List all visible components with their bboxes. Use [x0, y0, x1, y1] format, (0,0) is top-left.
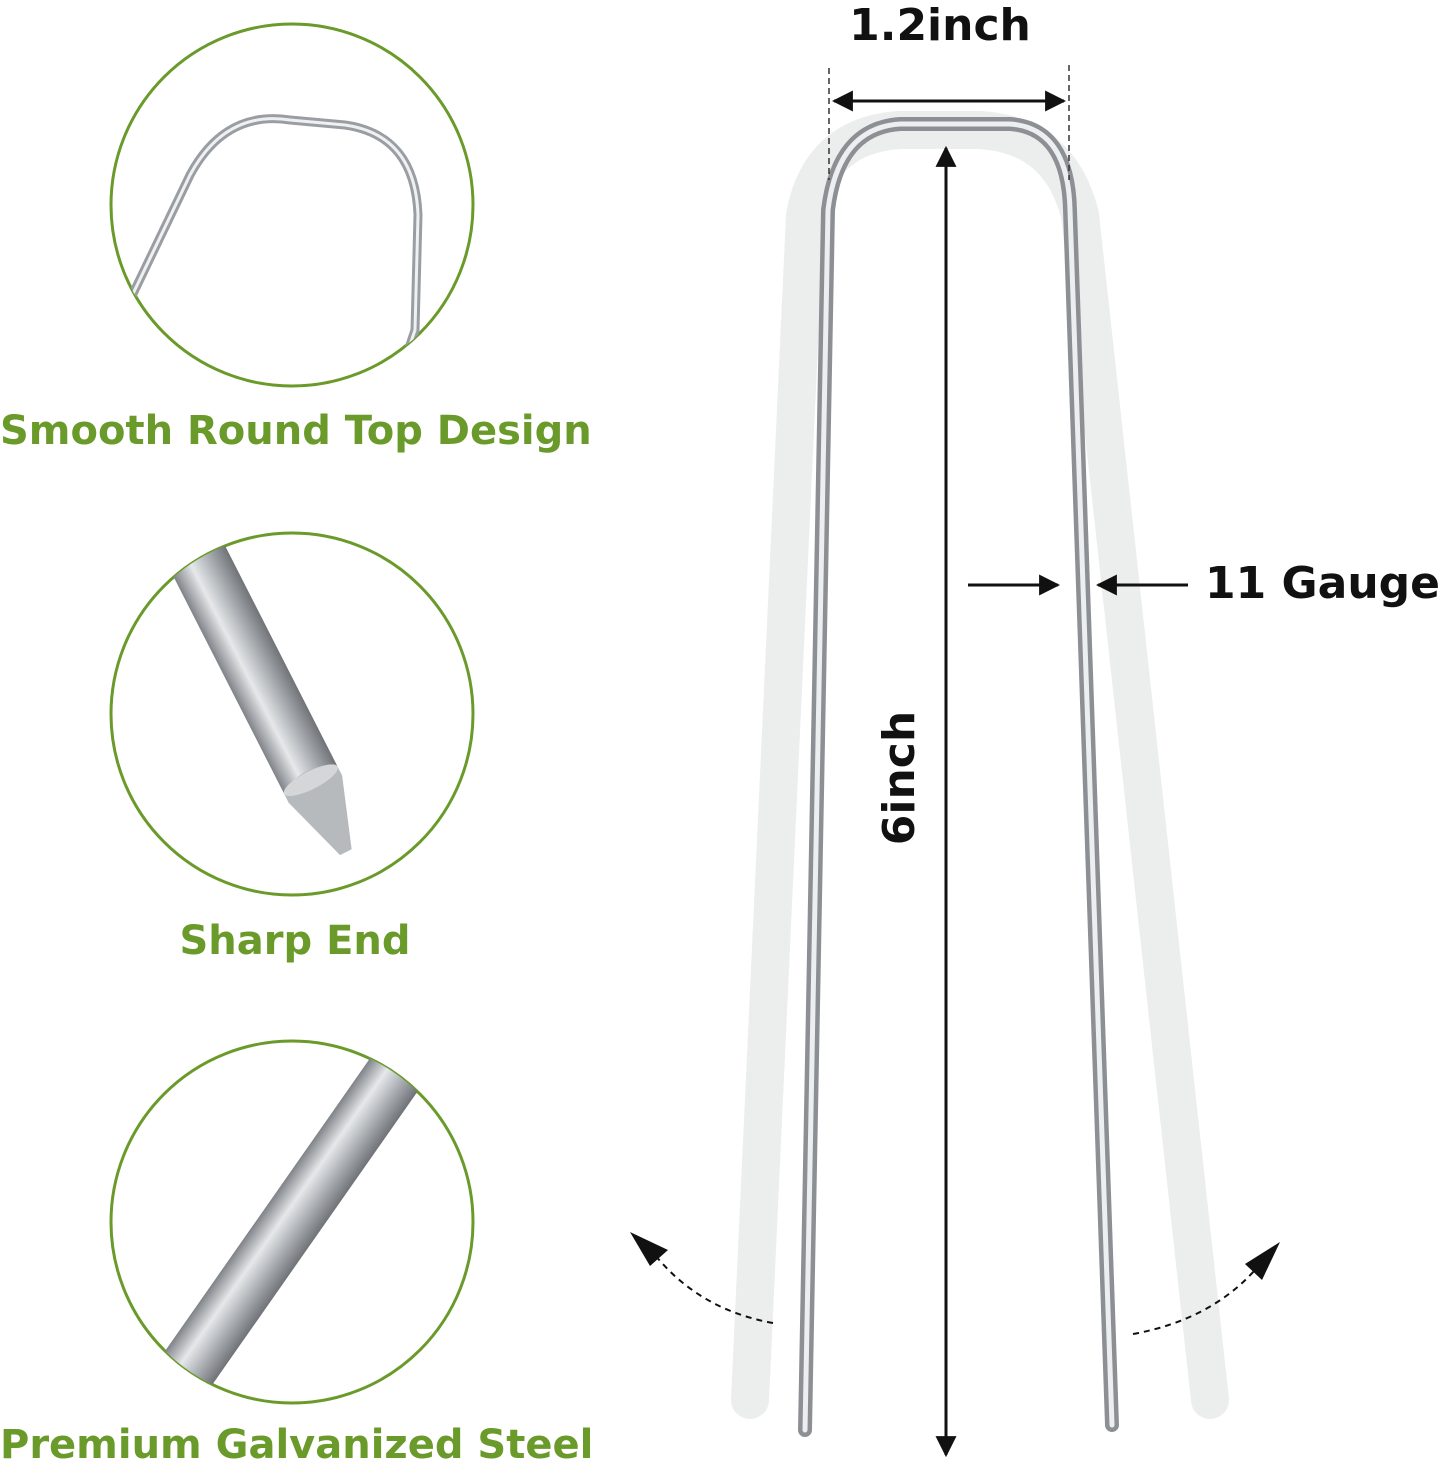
- flex-arrow-right: [1132, 1242, 1280, 1335]
- length-label: 6inch: [874, 710, 925, 846]
- u-staple: [731, 111, 1229, 1437]
- feature-label-round-top: Smooth Round Top Design: [0, 408, 592, 454]
- flex-arrow-left: [630, 1232, 774, 1324]
- width-dimension: [828, 65, 1070, 180]
- sharp-end-circle: [109, 531, 475, 897]
- round-top-icon: [125, 114, 423, 386]
- gauge-label: 11 Gauge: [1205, 558, 1441, 609]
- feature-label-galvanized-steel: Premium Galvanized Steel: [0, 1422, 594, 1468]
- width-label: 1.2inch: [849, 0, 1031, 51]
- round-top-circle: [109, 22, 475, 388]
- galvanized-steel-icon: [130, 1041, 443, 1403]
- feature-label-sharp-end: Sharp End: [179, 918, 411, 964]
- sharp-end-icon: [147, 533, 352, 856]
- galvanized-steel-circle: [109, 1039, 475, 1405]
